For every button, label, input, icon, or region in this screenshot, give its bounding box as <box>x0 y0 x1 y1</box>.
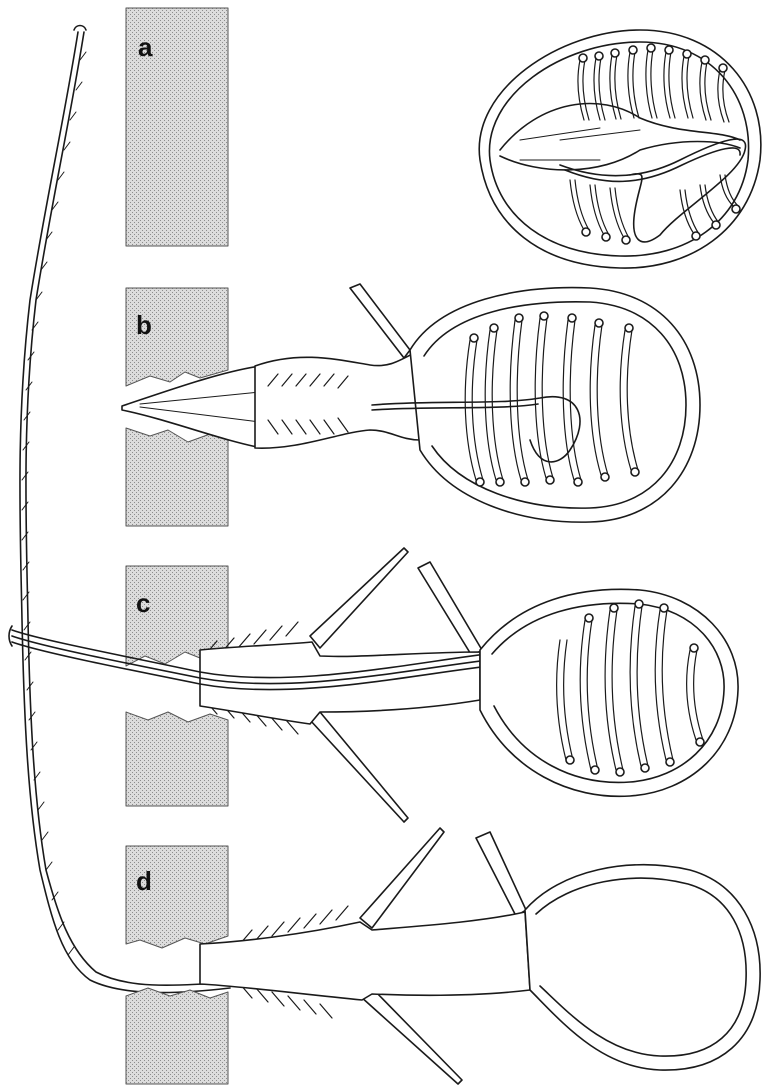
stylet-upper-d <box>360 828 444 928</box>
panel-a: a <box>126 8 761 268</box>
panel-label-b: b <box>136 310 152 340</box>
panel-b: b <box>122 284 700 526</box>
stylet-lower-c <box>310 712 408 822</box>
capsule-b <box>410 288 700 522</box>
capsule-a <box>479 30 761 268</box>
stylet-right-c <box>418 562 482 656</box>
stylet-upper-c <box>310 548 408 648</box>
panel-d: d <box>126 828 760 1084</box>
panel-label-a: a <box>138 32 153 62</box>
stylet-right-d <box>476 832 526 916</box>
panel-c: c <box>9 548 738 822</box>
panel-label-d: d <box>136 866 152 896</box>
operculum-b <box>350 284 410 358</box>
stylet-lower-d <box>360 988 462 1084</box>
panel-label-c: c <box>136 588 150 618</box>
tissue-block-d <box>126 846 228 948</box>
capsule-d-empty <box>525 865 760 1070</box>
